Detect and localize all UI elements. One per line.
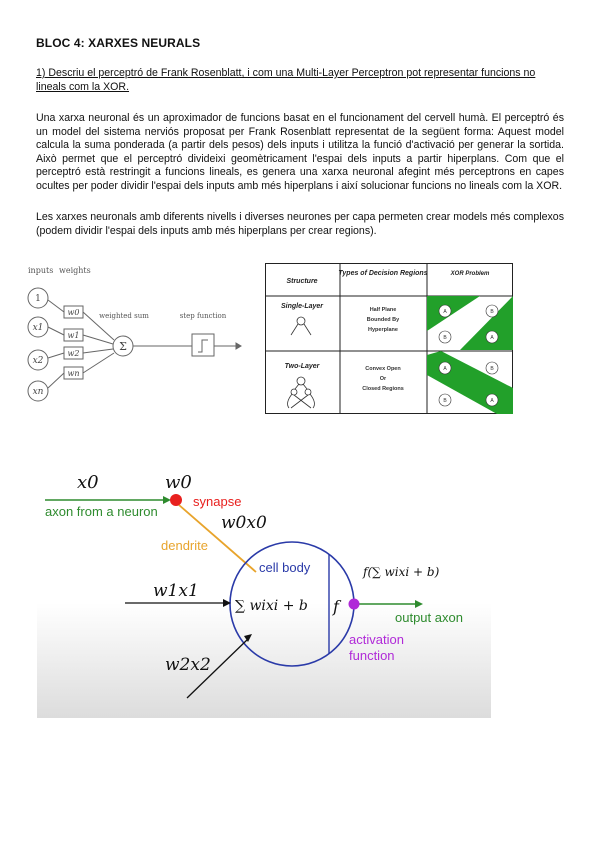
dendrite-line [178, 504, 257, 573]
cell-body-label: cell body [259, 560, 311, 575]
function-label: function [349, 648, 395, 663]
header-weights: weights [59, 266, 91, 275]
input-xn: xn [33, 387, 44, 397]
row2-region-line3: Closed Regions [362, 386, 404, 392]
synapse-dot [170, 494, 182, 506]
output-expression: f(∑ wixi + b) [362, 565, 440, 579]
label-w0: w0 [165, 472, 192, 493]
neuron-figure: x0 w0 w0x0 w1x1 w2x2 ∑ wixi + b f f(∑ wi… [37, 462, 491, 718]
synapse-label: synapse [193, 494, 241, 509]
header-inputs: inputs [28, 266, 53, 275]
xor-class-b: B [490, 309, 494, 315]
row2-region-line1: Convex Open [365, 366, 401, 372]
activation-dot [348, 598, 360, 610]
xor-class-a: A [490, 398, 494, 404]
label-f: f [332, 597, 342, 616]
weight-wn: wn [68, 369, 80, 378]
output-axon-label: output axon [395, 610, 463, 625]
row1-region-line1: Half Plane [370, 307, 397, 313]
row1-region-line3: Hyperplane [368, 327, 398, 333]
weight-w1: w1 [68, 331, 80, 340]
weight-w0: w0 [68, 308, 80, 317]
input-one: 1 [35, 294, 41, 304]
xor-class-b: B [490, 366, 494, 372]
label-w1x1: w1x1 [153, 581, 199, 601]
xor-class-b: B [443, 398, 447, 404]
single-layer-icon [290, 316, 312, 336]
perceptron-figure: inputs weights [22, 262, 242, 402]
paragraph-networks: Les xarxes neuronals amb diferents nivel… [36, 211, 564, 237]
xor-class-a: A [443, 309, 447, 315]
activation-label: activation [349, 632, 404, 647]
step-function-label: step function [180, 312, 227, 320]
page-title: BLOC 4: XARXES NEURALS [36, 36, 201, 50]
xor-class-b: B [443, 335, 447, 341]
row1-region-line2: Bounded By [367, 317, 400, 323]
xor-class-a: A [490, 335, 494, 341]
question-text: 1) Descriu el perceptró de Frank Rosenbl… [36, 67, 536, 93]
axon-from-label: axon from a neuron [45, 504, 158, 519]
row1-structure: Single-Layer [281, 303, 324, 310]
label-w0x0: w0x0 [221, 513, 267, 533]
xor-two-layer [427, 351, 513, 414]
sum-symbol: Σ [119, 340, 127, 353]
sum-expression: ∑ wixi + b [235, 598, 308, 614]
weighted-sum-label: weighted sum [99, 312, 149, 320]
row2-region-line2: Or [380, 376, 387, 382]
xor-class-a: A [443, 366, 447, 372]
input-x2: x2 [33, 356, 44, 366]
row2-structure: Two-Layer [285, 363, 321, 370]
xor-single-layer [427, 296, 513, 350]
label-w2x2: w2x2 [165, 655, 211, 675]
input-x1: x1 [33, 323, 44, 333]
dendrite-label: dendrite [161, 538, 208, 553]
decision-regions-table: Structure Types of Decision Regions XOR … [265, 263, 513, 415]
label-x0: x0 [77, 472, 99, 493]
paragraph-perceptron: Una xarxa neuronal és un aproximador de … [36, 112, 564, 192]
header-structure: Structure [286, 278, 317, 285]
header-xor: XOR Problem [450, 271, 490, 277]
two-layer-icon [287, 376, 315, 409]
header-regions: Types of Decision Regions [338, 270, 427, 277]
weight-w2: w2 [68, 349, 80, 358]
